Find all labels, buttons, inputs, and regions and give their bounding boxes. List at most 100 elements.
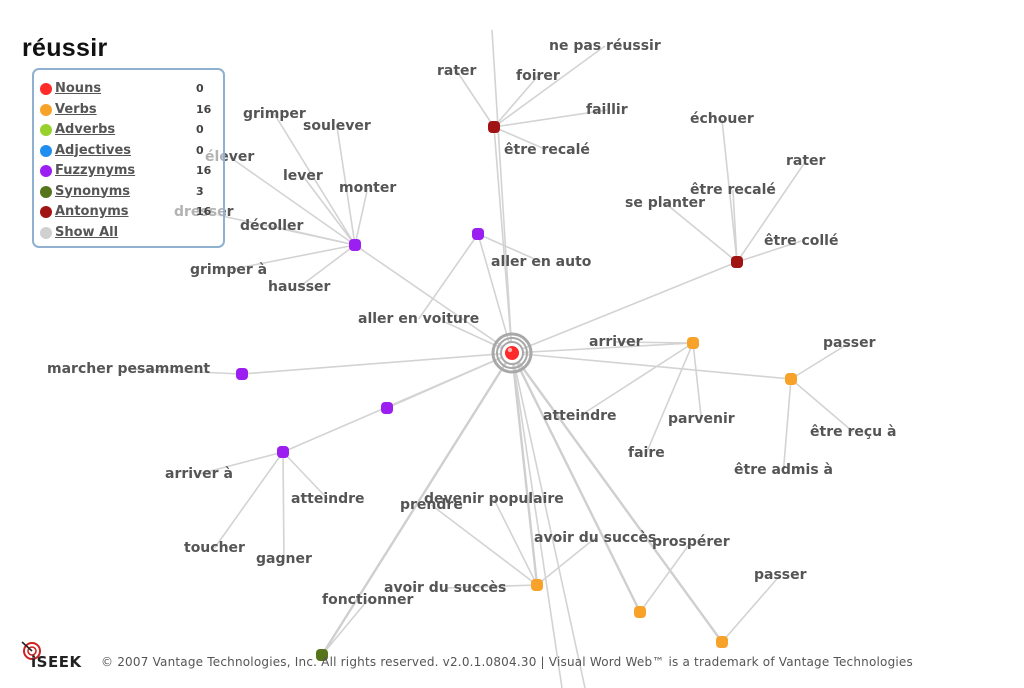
legend-dot-icon bbox=[40, 124, 52, 136]
word-label[interactable]: faillir bbox=[586, 102, 628, 118]
legend-count: 0 bbox=[196, 123, 204, 136]
word-label[interactable]: soulever bbox=[303, 118, 371, 134]
graph-edge bbox=[639, 541, 692, 613]
legend-label[interactable]: Adjectives bbox=[55, 142, 132, 158]
fuzzynyms-node[interactable] bbox=[349, 239, 361, 251]
word-label[interactable]: atteindre bbox=[543, 408, 617, 424]
graph-edge bbox=[456, 70, 495, 128]
word-label[interactable]: parvenir bbox=[668, 411, 735, 427]
word-label[interactable]: lever bbox=[283, 168, 323, 184]
legend-count: 16 bbox=[196, 164, 212, 177]
graph-edge bbox=[536, 537, 596, 586]
graph-edge bbox=[511, 261, 738, 354]
legend-count: 0 bbox=[196, 143, 204, 157]
legend-item-nouns[interactable]: Nouns 0 bbox=[34, 79, 224, 99]
legend-label[interactable]: Antonyms bbox=[55, 204, 129, 219]
legend-label[interactable]: Adverbs bbox=[55, 122, 116, 137]
legend-item-show-all[interactable]: Show All bbox=[34, 223, 224, 243]
word-label[interactable]: avoir du succès bbox=[384, 580, 506, 596]
word-label[interactable]: hausser bbox=[268, 279, 331, 295]
word-label[interactable]: foirer bbox=[516, 68, 560, 84]
verbs-node[interactable] bbox=[687, 337, 699, 349]
antonyms-node[interactable] bbox=[488, 121, 500, 133]
graph-edge bbox=[298, 244, 356, 288]
word-label[interactable]: être recalé bbox=[504, 142, 590, 158]
graph-edge bbox=[493, 498, 538, 586]
word-label[interactable]: fonctionner bbox=[322, 592, 414, 608]
legend-item-adverbs[interactable]: Adverbs 0 bbox=[34, 120, 224, 140]
graph-edge bbox=[510, 352, 539, 586]
word-label[interactable]: prospérer bbox=[652, 534, 730, 550]
word-label[interactable]: arriver à bbox=[165, 466, 233, 482]
graph-edge bbox=[430, 504, 538, 586]
graph-edge bbox=[692, 342, 703, 420]
graph-edge bbox=[417, 233, 479, 320]
word-label[interactable]: aller en auto bbox=[491, 254, 592, 270]
antonyms-node[interactable] bbox=[731, 256, 743, 268]
verbs-node[interactable] bbox=[634, 606, 646, 618]
page-title: réussir bbox=[22, 34, 108, 62]
fuzzynyms-node[interactable] bbox=[236, 368, 248, 380]
word-label[interactable]: échouer bbox=[690, 111, 754, 127]
legend-item-fuzzynyms[interactable]: Fuzzynyms 16 bbox=[34, 161, 224, 181]
verbs-node[interactable] bbox=[716, 636, 728, 648]
word-label[interactable]: avoir du succès bbox=[534, 530, 656, 546]
graph-edge bbox=[271, 225, 356, 246]
fuzzynyms-node[interactable] bbox=[381, 402, 393, 414]
graph-edge bbox=[664, 202, 738, 263]
legend-label[interactable]: Fuzzynyms bbox=[55, 163, 136, 178]
word-label[interactable]: arriver bbox=[589, 334, 643, 350]
graph-edge bbox=[320, 352, 514, 656]
word-label[interactable]: être admis à bbox=[734, 462, 833, 478]
word-label[interactable]: prendre bbox=[400, 497, 463, 513]
word-label[interactable]: ne pas réussir bbox=[549, 38, 661, 54]
word-label[interactable]: rater bbox=[786, 153, 826, 169]
fuzzynyms-node[interactable] bbox=[472, 228, 484, 240]
word-label[interactable]: faire bbox=[628, 445, 665, 461]
graph-edge bbox=[493, 126, 548, 151]
copyright-text: © 2007 Vantage Technologies, Inc. All ri… bbox=[101, 655, 913, 669]
word-label[interactable]: passer bbox=[754, 567, 807, 583]
word-label[interactable]: aller en voiture bbox=[358, 311, 479, 327]
graph-edge bbox=[282, 352, 513, 453]
word-label[interactable]: gagner bbox=[256, 551, 312, 567]
legend-item-antonyms[interactable]: Antonyms 16 bbox=[34, 202, 224, 222]
legend-count: 0 bbox=[196, 82, 204, 95]
word-label[interactable]: grimper à bbox=[190, 262, 267, 278]
fuzzynyms-node[interactable] bbox=[277, 446, 289, 458]
word-label[interactable]: devenir populaire bbox=[424, 491, 564, 507]
graph-edge bbox=[198, 451, 284, 475]
footer: iSEEK © 2007 Vantage Technologies, Inc. … bbox=[20, 640, 1020, 680]
graph-edge bbox=[282, 451, 329, 500]
center-node[interactable] bbox=[491, 332, 533, 374]
legend-count: 16 bbox=[196, 205, 212, 218]
word-label[interactable]: être recalé bbox=[690, 182, 776, 198]
word-label[interactable]: rater bbox=[437, 63, 477, 79]
word-label[interactable]: passer bbox=[823, 335, 876, 351]
legend-label[interactable]: Verbs bbox=[55, 101, 97, 117]
graph-edge bbox=[229, 156, 356, 246]
graph-edge bbox=[511, 352, 586, 688]
word-label[interactable]: décoller bbox=[240, 218, 304, 234]
word-label[interactable]: se planter bbox=[625, 195, 705, 211]
word-label[interactable]: être collé bbox=[764, 233, 838, 249]
legend-item-adjectives[interactable]: Adjectives 0 bbox=[34, 141, 224, 161]
word-label[interactable]: marcher pesamment bbox=[47, 361, 210, 377]
legend-label[interactable]: Show All bbox=[55, 224, 119, 240]
word-label[interactable]: monter bbox=[339, 180, 396, 196]
legend-label[interactable]: Nouns bbox=[55, 81, 102, 96]
verbs-node[interactable] bbox=[785, 373, 797, 385]
word-label[interactable]: atteindre bbox=[291, 491, 365, 507]
verbs-node[interactable] bbox=[531, 579, 543, 591]
graph-edge bbox=[790, 342, 850, 380]
word-label[interactable]: toucher bbox=[184, 540, 245, 556]
word-label[interactable]: grimper bbox=[243, 106, 306, 122]
graph-edge bbox=[302, 175, 356, 246]
legend-dot-icon bbox=[40, 206, 52, 218]
synonyms-node[interactable] bbox=[316, 649, 328, 661]
word-label[interactable]: être reçu à bbox=[810, 424, 896, 440]
legend-label[interactable]: Synonyms bbox=[55, 183, 131, 199]
